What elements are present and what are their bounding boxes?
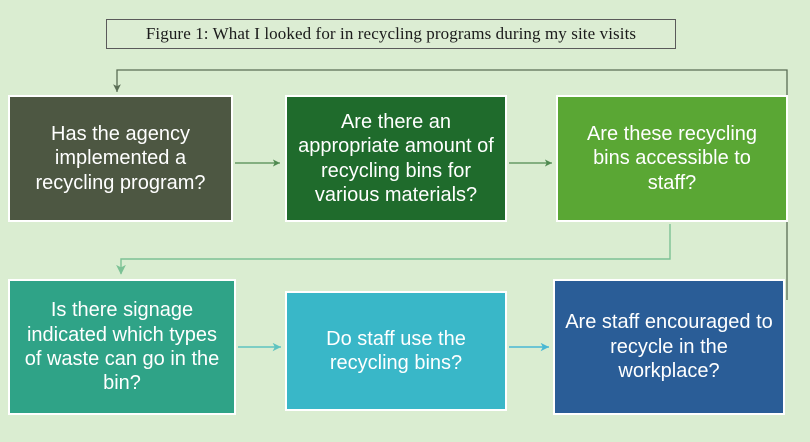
flow-node-label: Do staff use the recycling bins? bbox=[326, 327, 466, 374]
figure-caption-text: Figure 1: What I looked for in recycling… bbox=[145, 24, 637, 43]
flow-node-label: Are staff encouraged to recycle in the w… bbox=[565, 311, 773, 383]
flow-node-appropriate-amount-of-bins[interactable]: Are there an appropriate amount of recyc… bbox=[285, 95, 507, 222]
figure-caption-box: Figure 1: What I looked for in recycling… bbox=[106, 19, 676, 49]
flow-node-signage-waste-types[interactable]: Is there signage indicated which types o… bbox=[8, 279, 236, 415]
flow-node-has-agency-implemented-recycling-program[interactable]: Has the agency implemented a recycling p… bbox=[8, 95, 233, 222]
flow-node-label: Has the agency implemented a recycling p… bbox=[35, 122, 206, 194]
flow-node-label: Are there an appropriate amount of recyc… bbox=[298, 110, 494, 206]
flow-node-staff-encouraged-to-recycle[interactable]: Are staff encouraged to recycle in the w… bbox=[553, 279, 785, 415]
flow-node-label: Is there signage indicated which types o… bbox=[24, 299, 220, 395]
flow-node-bins-accessible-to-staff[interactable]: Are these recycling bins accessible to s… bbox=[556, 95, 788, 222]
flow-node-label: Are these recycling bins accessible to s… bbox=[586, 122, 758, 194]
arrow-node3-to-node4 bbox=[116, 224, 671, 275]
flow-node-staff-use-recycling-bins[interactable]: Do staff use the recycling bins? bbox=[285, 291, 507, 411]
